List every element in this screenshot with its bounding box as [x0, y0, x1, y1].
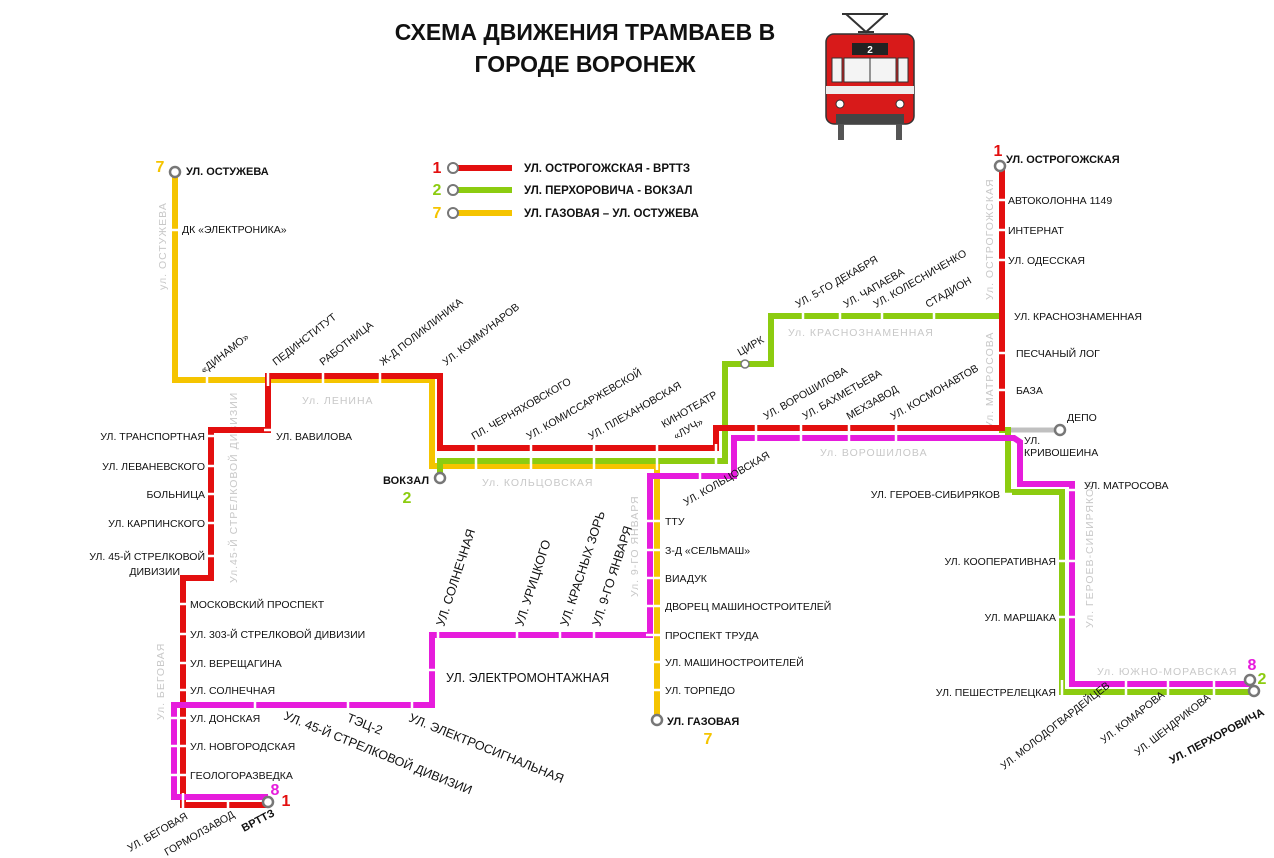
stop-peschany-log: ПЕСЧАНЫЙ ЛОГ — [1016, 347, 1100, 360]
stop-moskovsky-prospekt: МОСКОВСКИЙ ПРОСПЕКТ — [190, 598, 325, 611]
street-names: ул. ОСТУЖЕВА Ул. ЛЕНИНА Ул.45-Й СТРЕЛКОВ… — [155, 178, 1237, 720]
street-geroev-sibiryakov: Ул. ГЕРОЕВ-СИБИРЯКОВ — [1084, 480, 1096, 628]
stop-baza: БАЗА — [1016, 385, 1043, 397]
terminal-ostuzheva: УЛ. ОСТУЖЕВА — [186, 166, 269, 178]
stop-selmash: З-Д «СЕЛЬМАШ» — [665, 545, 750, 557]
legend-label-2: УЛ. ПЕРХОРОВИЧА - ВОКЗАЛ — [524, 185, 692, 197]
stop-karpinskogo: УЛ. КАРПИНСКОГО — [108, 518, 205, 530]
stop-45-strelkovoy-line2: ДИВИЗИИ — [129, 566, 180, 578]
stop-dvorets: ДВОРЕЦ МАШИНОСТРОИТЕЛЕЙ — [665, 600, 831, 613]
stop-ttu: ТТУ — [665, 516, 685, 528]
stop-prospekt-truda: ПРОСПЕКТ ТРУДА — [665, 630, 759, 642]
stop-transportnaya: УЛ. ТРАНСПОРТНАЯ — [100, 431, 205, 443]
route-numbers: 7 1 2 7 8 1 8 2 — [156, 143, 1267, 810]
street-9-yanvarya: Ул. 9-ГО ЯНВАРЯ — [629, 495, 641, 597]
stop-tsirk: ЦИРК — [736, 334, 767, 359]
legend-number-1: 1 — [433, 160, 442, 177]
street-begovaya: Ул. БЕГОВАЯ — [155, 643, 167, 720]
stop-odesskaya: УЛ. ОДЕССКАЯ — [1008, 255, 1085, 267]
stop-ticks — [170, 198, 1216, 809]
street-matrosova: Ул. МАТРОСОВА — [984, 332, 996, 428]
stop-matrosova: УЛ. МАТРОСОВА — [1084, 480, 1169, 492]
terminal-vokzal: ВОКЗАЛ — [383, 475, 429, 487]
stop-circles — [740, 359, 750, 369]
stop-elektromontazhnaya: УЛ. ЭЛЕКТРОМОНТАЖНАЯ — [446, 671, 609, 685]
stop-mashinostroiteley: УЛ. МАШИНОСТРОИТЕЛЕЙ — [665, 656, 804, 669]
route-7-number-gazovaya: 7 — [704, 731, 713, 748]
stop-donskaya: УЛ. ДОНСКАЯ — [190, 713, 260, 725]
stop-levanevskogo: УЛ. ЛЕВАНЕВСКОГО — [102, 461, 205, 473]
tram-route-sign: 2 — [867, 45, 873, 56]
tram-icon: 2 — [825, 13, 915, 140]
route-2-number-vokzal: 2 — [403, 490, 412, 507]
stop-krivosheina: УЛ. — [1024, 435, 1040, 447]
stop-uritskogo: УЛ. УРИЦКОГО — [513, 538, 554, 628]
legend-label-1: УЛ. ОСТРОГОЖСКАЯ - ВРТТЗ — [524, 163, 690, 175]
route-2-number-perhorovicha: 2 — [1258, 671, 1267, 688]
street-voroshilova: Ул. ВОРОШИЛОВА — [820, 447, 928, 459]
street-lenina: Ул. ЛЕНИНА — [302, 395, 374, 407]
legend-number-2: 2 — [433, 182, 442, 199]
stop-marshaka: УЛ. МАРШАКА — [984, 612, 1056, 624]
terminal-depo: ДЕПО — [1067, 412, 1097, 424]
stop-krasnoznamennaya: УЛ. КРАСНОЗНАМЕННАЯ — [1014, 311, 1142, 323]
street-ostuzheva: ул. ОСТУЖЕВА — [157, 202, 169, 290]
stop-solnechnaya-west: УЛ. СОЛНЕЧНАЯ — [190, 685, 275, 697]
stop-geroev-sibiryakov: УЛ. ГЕРОЕВ-СИБИРЯКОВ — [871, 489, 1000, 501]
route-8-number-perhorovicha: 8 — [1248, 657, 1257, 674]
legend-number-7: 7 — [433, 205, 442, 222]
stop-krivosheina-line2: КРИВОШЕИНА — [1024, 447, 1098, 459]
stop-internat: ИНТЕРНАТ — [1008, 225, 1064, 237]
stop-dk-elektronika: ДК «ЭЛЕКТРОНИКА» — [182, 224, 287, 236]
stop-dinamo: «ДИНАМО» — [198, 331, 251, 376]
legend: 1 УЛ. ОСТРОГОЖСКАЯ - ВРТТЗ 2 УЛ. ПЕРХОРО… — [433, 160, 699, 222]
stop-geologorazvedka: ГЕОЛОГОРАЗВЕДКА — [190, 770, 293, 782]
stop-bolnitsa: БОЛЬНИЦА — [146, 489, 205, 501]
stop-pl-chernyakhovskogo: ПЛ. ЧЕРНЯХОВСКОГО — [470, 376, 574, 443]
map-title-line2: ГОРОДЕ ВОРОНЕЖ — [475, 51, 696, 77]
street-strelk45: Ул.45-Й СТРЕЛКОВОЙ ДИВИЗИИ — [227, 392, 240, 583]
street-ostrogozhskaya: Ул. ОСТРОГОЖСКАЯ — [984, 178, 996, 300]
stop-vavilova: УЛ. ВАВИЛОВА — [276, 431, 352, 443]
terminal-ostrogozhskaya: УЛ. ОСТРОГОЖСКАЯ — [1006, 154, 1120, 166]
stop-peshestreletskaya: УЛ. ПЕШЕСТРЕЛЕЦКАЯ — [936, 687, 1056, 699]
street-koltsovskaya: Ул. КОЛЬЦОВСКАЯ — [482, 477, 593, 489]
legend-label-7: УЛ. ГАЗОВАЯ – УЛ. ОСТУЖЕВА — [524, 208, 699, 220]
route-8-line — [171, 435, 1250, 800]
route-1-number-vrttz: 1 — [282, 793, 291, 810]
stop-novgorodskaya: УЛ. НОВГОРОДСКАЯ — [190, 741, 295, 753]
terminal-circles — [168, 159, 1261, 809]
stop-45-strelkovoy: УЛ. 45-Й СТРЕЛКОВОЙ — [89, 550, 205, 563]
stop-stadion: СТАДИОН — [924, 275, 974, 311]
stop-torpedo: УЛ. ТОРПЕДО — [665, 685, 735, 697]
stop-solnechnaya-center: УЛ. СОЛНЕЧНАЯ — [434, 527, 479, 628]
route-1-number-top: 1 — [994, 143, 1003, 160]
terminal-gazovaya: УЛ. ГАЗОВАЯ — [667, 716, 739, 728]
stop-avtokolonna: АВТОКОЛОННА 1149 — [1008, 195, 1112, 207]
route-2-line — [437, 313, 1254, 695]
map-title-line1: СХЕМА ДВИЖЕНИЯ ТРАМВАЕВ В — [395, 19, 775, 45]
stop-vereshchagina: УЛ. ВЕРЕЩАГИНА — [190, 658, 282, 670]
stop-viaduk: ВИАДУК — [665, 573, 708, 585]
stop-komissarzhevskoy: УЛ. КОМИССАРЖЕВСКОЙ — [524, 366, 644, 443]
stop-kosmonavtov: УЛ. КОСМОНАВТОВ — [889, 362, 981, 422]
route-7-number-top: 7 — [156, 159, 165, 176]
route-8-number-vrttz: 8 — [271, 782, 280, 799]
stop-303-strelkovoy: УЛ. 303-Й СТРЕЛКОВОЙ ДИВИЗИИ — [190, 628, 365, 641]
stop-5-dekabrya: УЛ. 5-ГО ДЕКАБРЯ — [794, 254, 881, 311]
stop-kooperativnaya: УЛ. КООПЕРАТИВНАЯ — [944, 556, 1056, 568]
terminal-vrttz: ВРТТЗ — [240, 807, 277, 834]
tram-lines — [171, 166, 1254, 808]
street-krasnoznamennaya: Ул. КРАСНОЗНАМЕННАЯ — [788, 327, 934, 339]
street-yuzhno-moravskaya: Ул. ЮЖНО-МОРАВСКАЯ — [1097, 666, 1237, 678]
